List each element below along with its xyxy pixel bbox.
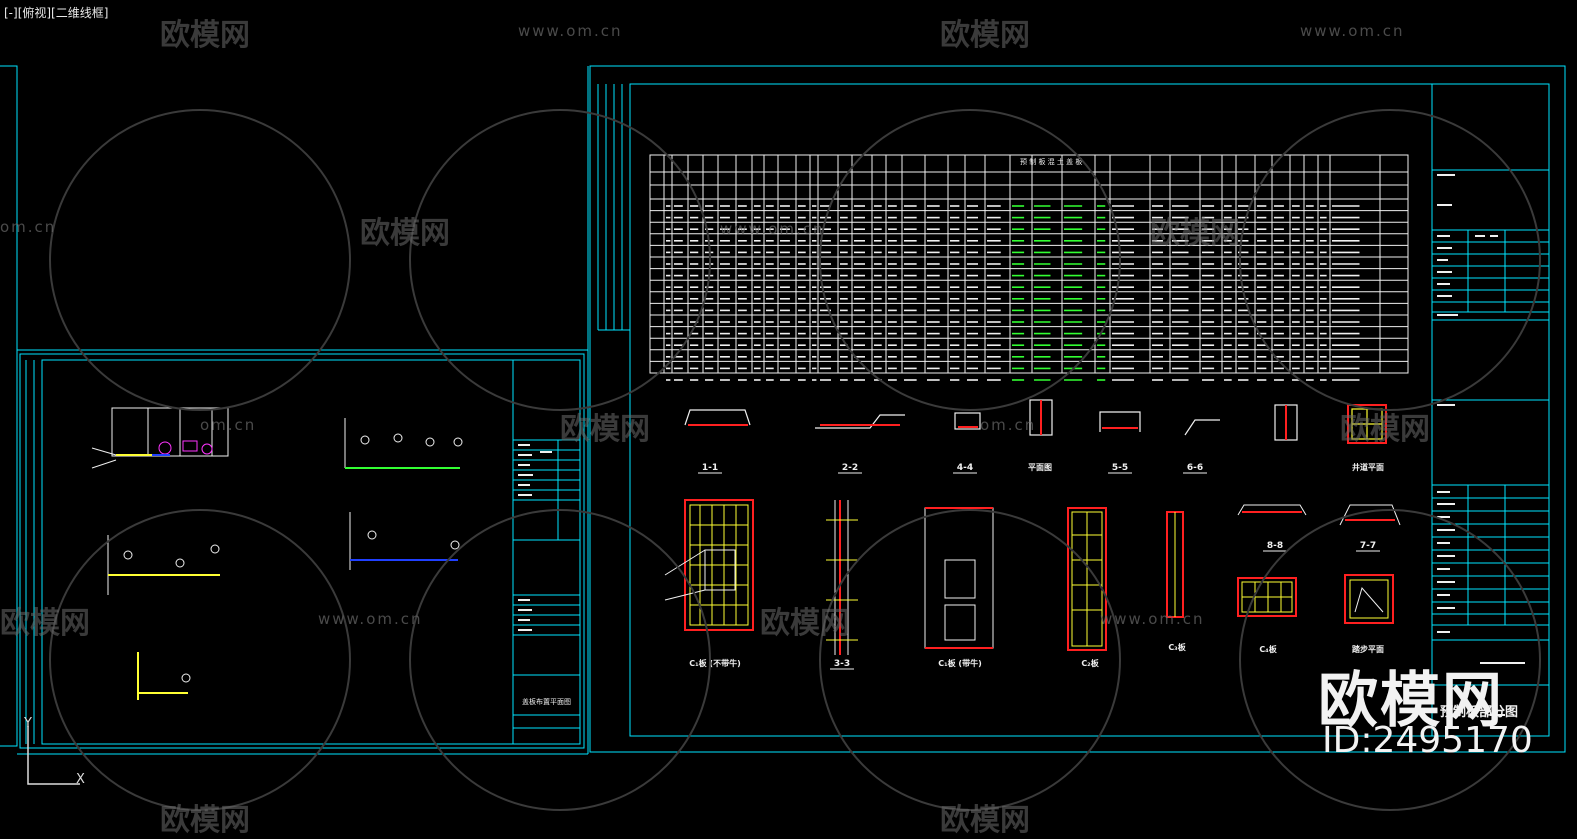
detail-label: 踏步平面 (1352, 644, 1384, 654)
watermark-url: om.cn (980, 416, 1037, 434)
slab-section-3-3 (826, 500, 858, 655)
pipe-isometric-2 (107, 535, 220, 595)
detail-label: 井道平面 (1352, 462, 1384, 472)
slab-c4 (1237, 577, 1297, 617)
section-details (684, 399, 1387, 444)
section-labels: 1-1 2-2 4-4 5-5 6-6 8-8 7-7 3-3 (698, 463, 1380, 670)
table-title: 预 制 板 混 土 盖 板 (1020, 157, 1082, 166)
section-label: 4-4 (957, 463, 973, 473)
watermark-url: www.om.cn (1100, 610, 1205, 628)
watermark-big-logo: 欧模网 (1318, 666, 1504, 736)
left-bottom-sheet (19, 353, 585, 749)
watermark-logo: 欧模网 (1340, 412, 1430, 447)
watermark-url: www.om.cn (1300, 22, 1405, 40)
section-label: 3-3 (834, 659, 850, 669)
watermark-logo: 欧模网 (1150, 216, 1240, 251)
ucs-icon (27, 726, 80, 785)
pipe-isometric-1 (344, 418, 463, 469)
section-label: 8-8 (1267, 541, 1283, 551)
watermark-logo: 欧模网 (560, 412, 650, 447)
right-sheet-frame (589, 65, 1566, 753)
pipe-isometric-3 (349, 512, 460, 570)
floor-plan (91, 407, 229, 469)
slab-c2 (1067, 507, 1107, 651)
slab-c1-with (924, 507, 994, 649)
slab-c1-plain (664, 499, 754, 631)
viewport-label[interactable]: [-][俯视][二维线框] (4, 6, 109, 20)
slab-table (649, 154, 1409, 381)
section-label: 7-7 (1360, 541, 1376, 551)
watermark-logo: 欧模网 (160, 18, 250, 53)
detail-label: C₁板 (不带牛) (689, 658, 740, 668)
cad-drawing-canvas[interactable]: 盖板布置平面图 (0, 0, 1577, 815)
ucs-x-label: X (76, 772, 85, 787)
detail-label: C₄板 (1259, 644, 1277, 654)
right-sheet-title: 预制板部分图 (1440, 704, 1518, 720)
detail-label: C₂板 (1081, 658, 1099, 668)
watermark-logo: 欧模网 (160, 803, 250, 838)
watermark-logo: 欧模网 (360, 216, 450, 251)
section-label: 2-2 (842, 463, 858, 473)
detail-label: 平面图 (1028, 463, 1052, 472)
detail-label: C₃板 (1168, 642, 1186, 652)
section-label: 5-5 (1112, 463, 1128, 473)
detail-label: C₁板 (带牛) (938, 658, 981, 668)
slab-section-7-7 (1339, 504, 1401, 526)
section-label: 1-1 (702, 463, 718, 473)
ucs-y-label: Y (24, 716, 32, 731)
watermark-circles (49, 109, 1541, 811)
watermark-logo: 欧模网 (0, 606, 90, 641)
slab-section-8-8 (1237, 504, 1307, 516)
left-partial-sheet (0, 65, 589, 755)
right-titleblock-text-marks (1437, 174, 1525, 716)
watermark-url: www.om.cn (720, 220, 825, 238)
watermark-url: om.cn (0, 218, 57, 236)
watermark-id: ID:2495170 (1322, 720, 1533, 761)
watermark-url: om.cn (200, 416, 257, 434)
watermark-logo: 欧模网 (940, 803, 1030, 838)
right-titleblock-rows (1432, 230, 1549, 625)
watermark-url: www.om.cn (518, 22, 623, 40)
watermark-logo: 欧模网 (760, 606, 850, 641)
left-bottom-title: 盖板布置平面图 (522, 697, 571, 706)
section-label: 6-6 (1187, 463, 1203, 473)
step-plan (1344, 574, 1394, 624)
watermark-logo: 欧模网 (940, 18, 1030, 53)
watermark-url: www.om.cn (318, 610, 423, 628)
slab-c3 (1166, 511, 1184, 618)
pipe-isometric-4 (137, 652, 191, 700)
